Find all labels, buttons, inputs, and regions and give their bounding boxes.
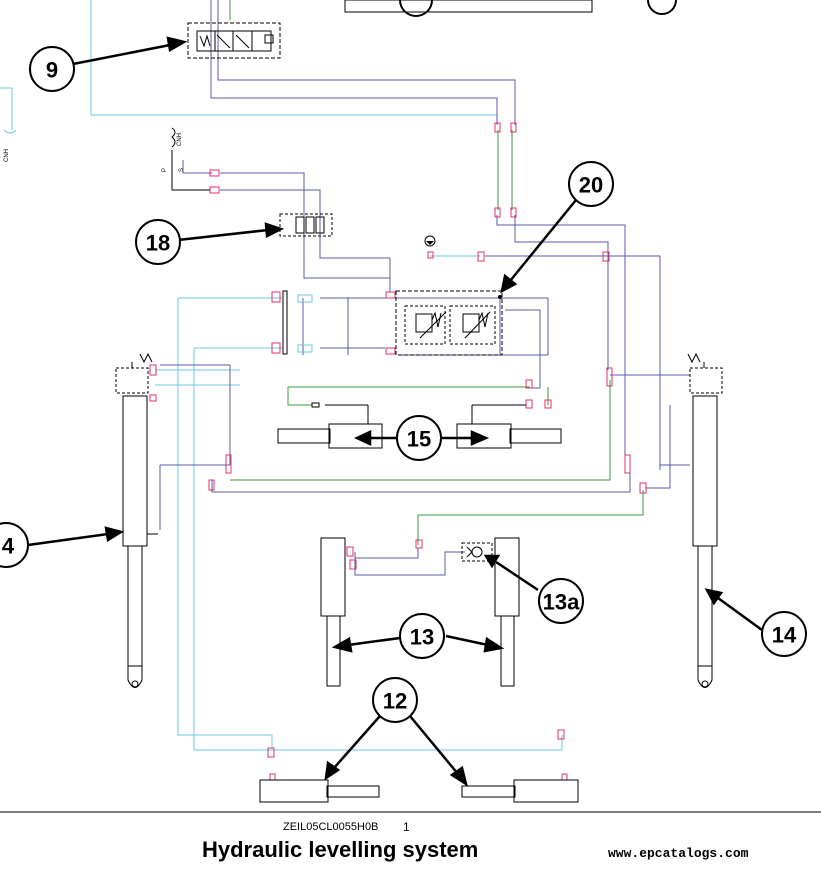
callout-13: 13	[410, 625, 434, 650]
junction-dot	[498, 295, 502, 299]
callout-labels: 9 18 20 15 4 13 13a 14 12	[2, 58, 797, 714]
source-url[interactable]: www.epcatalogs.com	[608, 846, 749, 861]
pilot-lines	[229, 0, 644, 545]
pressure-lines	[159, 0, 690, 576]
fittings	[149, 122, 647, 781]
cylinders-15	[277, 402, 562, 449]
diagram-title: Hydraulic levelling system	[202, 837, 479, 862]
cnh-label-top: CNH	[177, 133, 183, 146]
page-number: 1	[403, 820, 410, 834]
callout-12: 12	[383, 689, 407, 714]
callout-20: 20	[579, 173, 603, 198]
gauge-symbol	[424, 235, 436, 247]
filter-plate	[282, 290, 313, 355]
cnh-label-left: CNH	[4, 149, 10, 162]
port-s-label: S	[179, 168, 185, 172]
callout-9: 9	[46, 58, 58, 83]
cnh-bracket-left: CNH	[0, 87, 17, 162]
callout-18: 18	[146, 231, 170, 256]
return-lines	[11, 0, 563, 751]
callout-bubbles	[0, 46, 807, 723]
control-valve-9	[187, 22, 281, 59]
cylinders-12	[259, 779, 579, 803]
pressure-switch-18	[279, 213, 333, 237]
cylinder-4	[115, 352, 158, 688]
valve-block-20	[395, 290, 503, 356]
callout-partial-circle	[399, 0, 433, 17]
callout-15: 15	[407, 427, 431, 452]
callout-13a: 13a	[543, 590, 580, 615]
callout-4: 4	[2, 534, 15, 559]
cnh-connector: CNH P S	[162, 127, 210, 191]
leader-arrows	[27, 36, 763, 787]
port-p-label: P	[162, 168, 168, 172]
callout-partial-circle	[647, 0, 677, 15]
upper-component-box	[344, 0, 593, 13]
drawing-code: ZEIL05CL0055H0B	[283, 821, 379, 833]
cylinder-14	[687, 352, 723, 688]
callout-14: 14	[772, 623, 797, 648]
check-valve-13a	[461, 542, 493, 562]
